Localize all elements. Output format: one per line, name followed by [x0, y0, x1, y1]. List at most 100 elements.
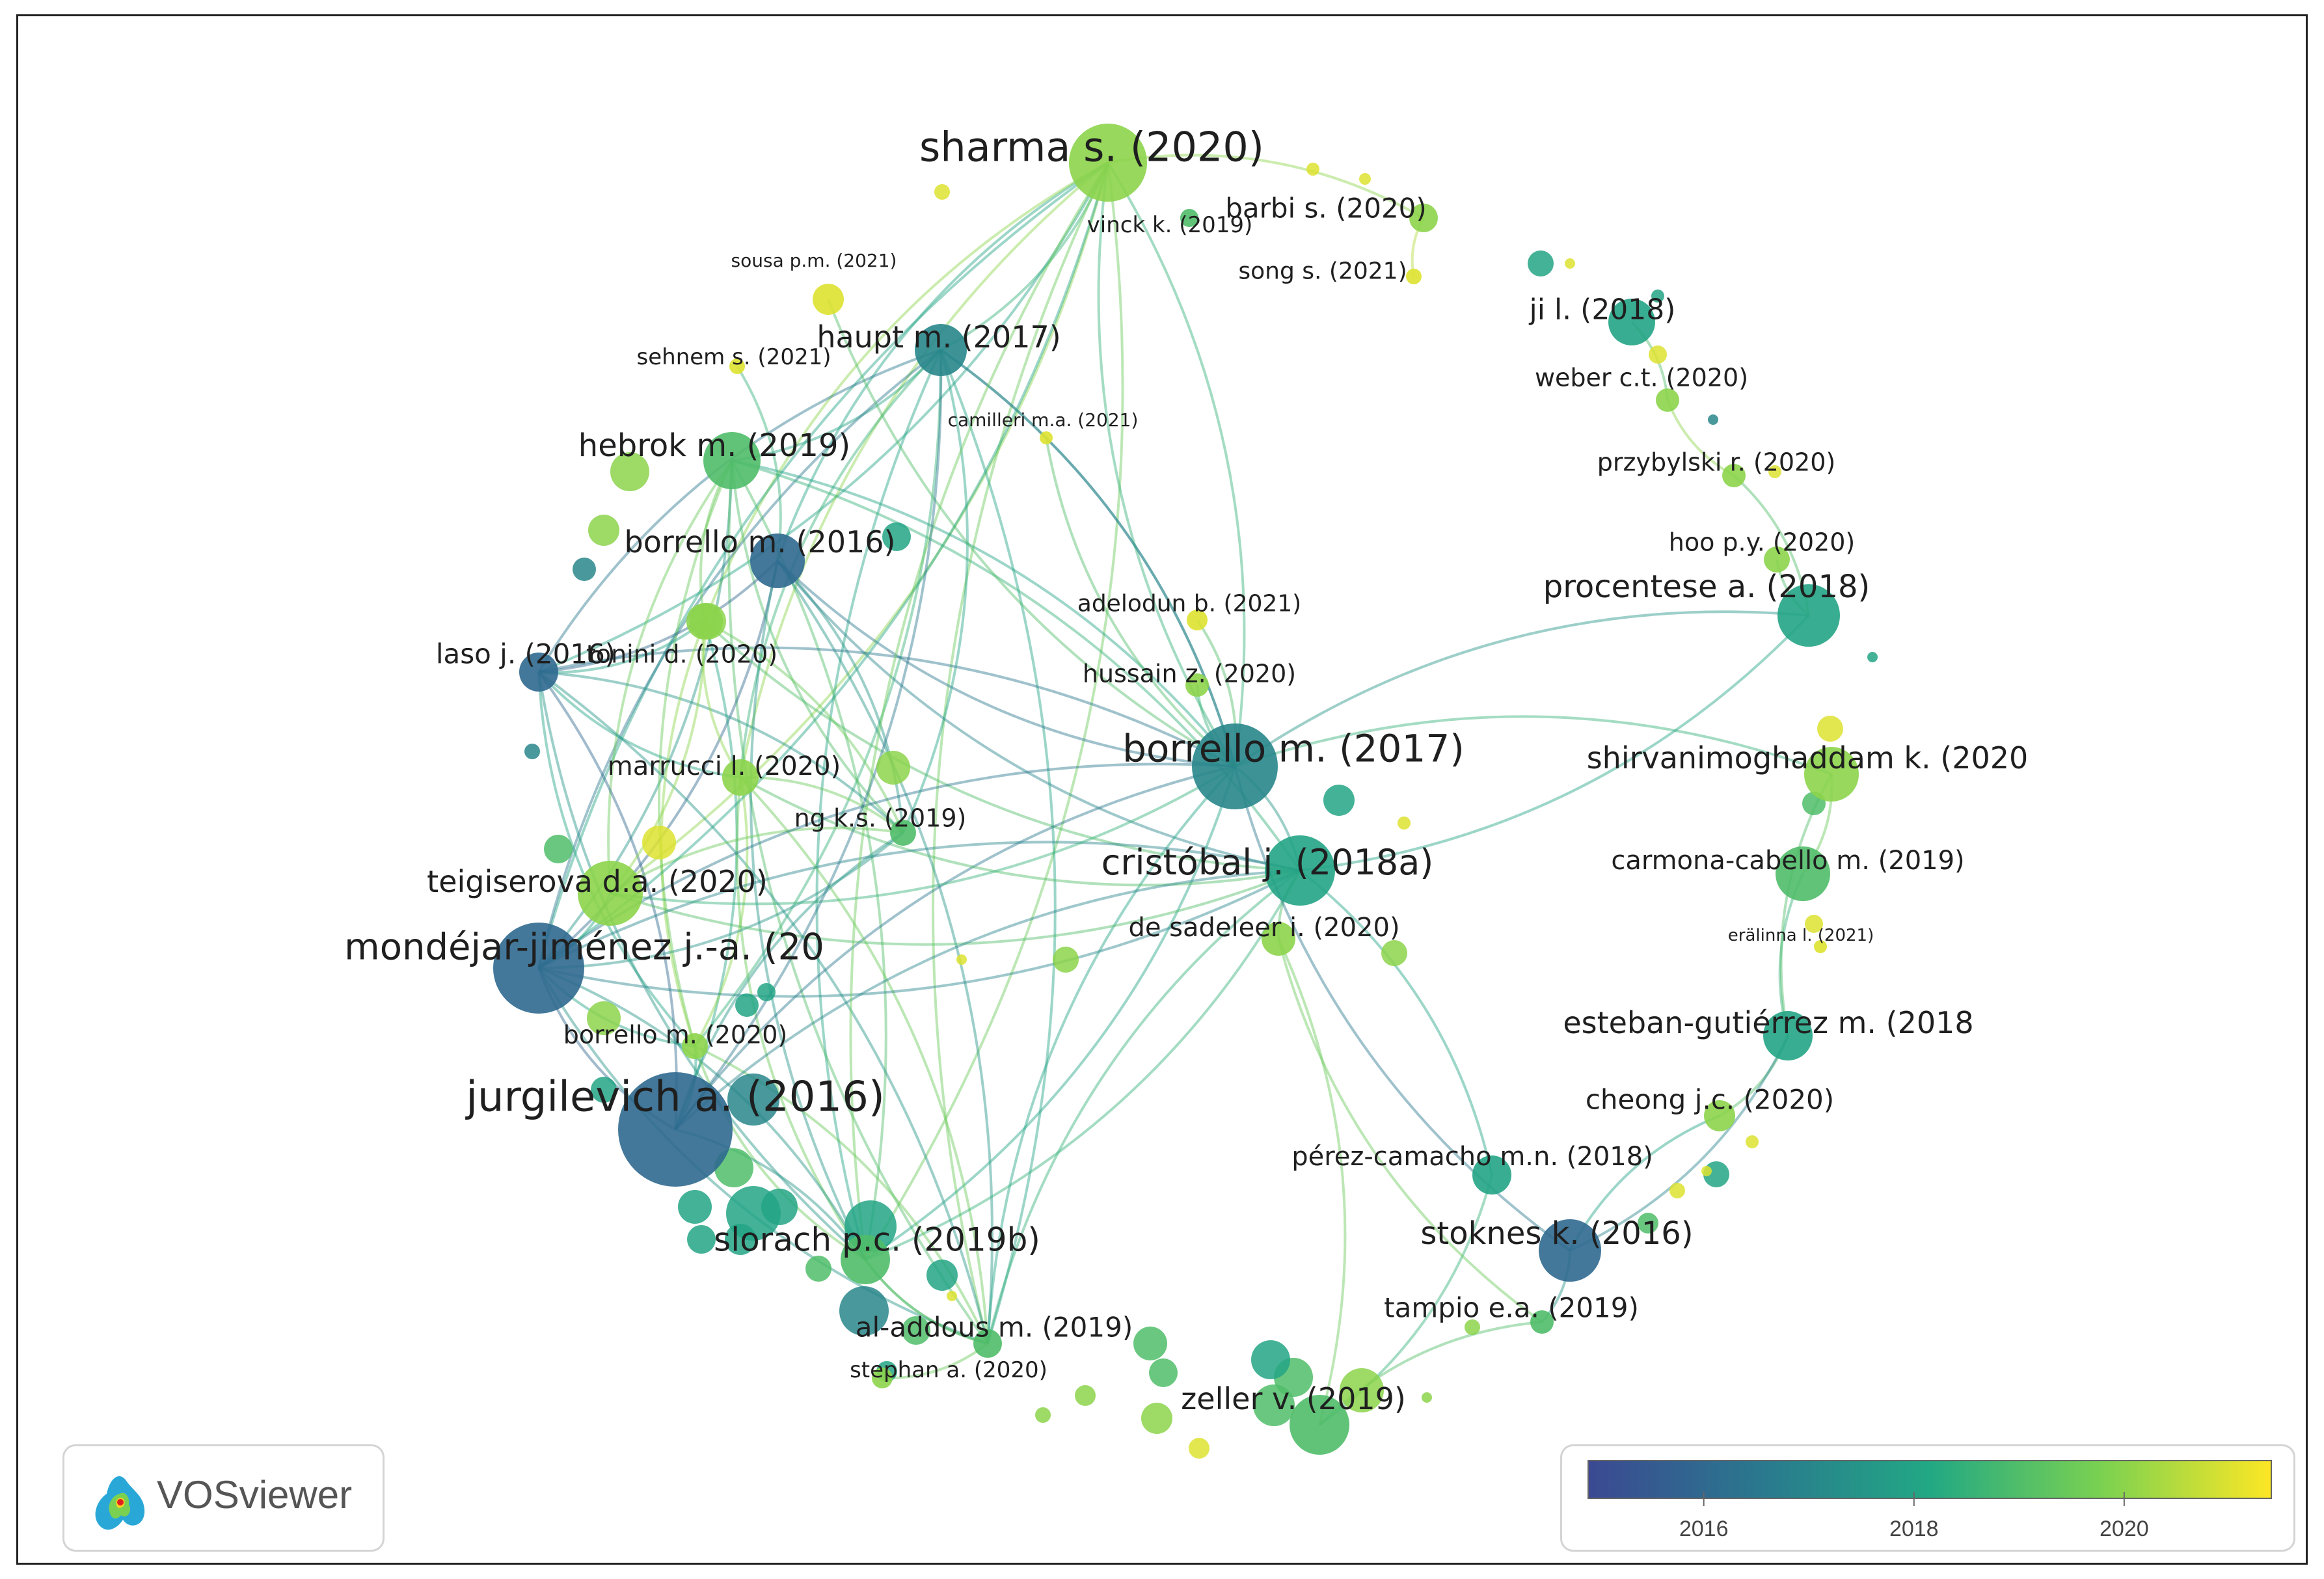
publication-node[interactable]: [618, 1072, 733, 1187]
minor-publication-node[interactable]: [591, 1077, 617, 1103]
minor-publication-node[interactable]: [1565, 258, 1575, 269]
publication-node[interactable]: [1406, 269, 1422, 284]
minor-publication-node[interactable]: [757, 983, 776, 1001]
publication-node[interactable]: [1290, 1395, 1349, 1455]
publication-node[interactable]: [1409, 204, 1438, 232]
minor-publication-node[interactable]: [882, 522, 911, 551]
publication-node[interactable]: [915, 324, 967, 376]
minor-publication-node[interactable]: [1323, 785, 1355, 816]
publication-node[interactable]: [813, 284, 844, 315]
minor-publication-node[interactable]: [1701, 1166, 1712, 1176]
minor-publication-node[interactable]: [1768, 465, 1781, 478]
publication-node[interactable]: [703, 432, 761, 489]
minor-publication-node[interactable]: [1528, 250, 1554, 277]
minor-publication-node[interactable]: [1422, 1392, 1432, 1403]
minor-publication-node[interactable]: [1035, 1407, 1051, 1423]
minor-publication-node[interactable]: [839, 1286, 889, 1336]
publication-node[interactable]: [973, 1329, 1002, 1358]
publication-node[interactable]: [1040, 431, 1053, 444]
minor-publication-node[interactable]: [1651, 290, 1664, 303]
publication-node[interactable]: [1608, 299, 1655, 345]
publication-node[interactable]: [1764, 547, 1790, 573]
minor-publication-node[interactable]: [610, 452, 649, 491]
publication-node[interactable]: [1777, 584, 1840, 647]
minor-publication-node[interactable]: [727, 1073, 779, 1126]
minor-publication-node[interactable]: [1141, 1403, 1172, 1434]
publication-node[interactable]: [890, 820, 916, 846]
minor-publication-node[interactable]: [678, 1190, 712, 1224]
minor-publication-node[interactable]: [1306, 163, 1319, 176]
citation-link: [1045, 437, 1236, 768]
network-canvas[interactable]: sharma s. (2020)vinck k. (2019)barbi s. …: [18, 16, 2306, 1563]
publication-node[interactable]: [686, 603, 723, 640]
minor-publication-node[interactable]: [1746, 1135, 1759, 1148]
minor-publication-node[interactable]: [1149, 1358, 1178, 1387]
publication-node[interactable]: [872, 1368, 893, 1388]
minor-publication-node[interactable]: [805, 1256, 831, 1282]
publication-node[interactable]: [1704, 1100, 1735, 1131]
minor-publication-node[interactable]: [1133, 1327, 1167, 1360]
minor-publication-node[interactable]: [1253, 1384, 1295, 1426]
minor-publication-node[interactable]: [876, 751, 910, 785]
minor-publication-node[interactable]: [573, 558, 596, 581]
minor-publication-node[interactable]: [1708, 414, 1718, 425]
publication-node[interactable]: [1804, 747, 1859, 802]
minor-publication-node[interactable]: [524, 744, 540, 759]
minor-publication-node[interactable]: [1359, 173, 1371, 185]
minor-publication-node[interactable]: [1817, 716, 1843, 742]
minor-publication-node[interactable]: [1251, 1340, 1290, 1379]
publication-node[interactable]: [1265, 835, 1335, 906]
publication-node[interactable]: [1472, 1155, 1511, 1194]
publication-node[interactable]: [729, 358, 745, 374]
minor-publication-node[interactable]: [587, 1001, 621, 1035]
publication-node[interactable]: [493, 923, 584, 1014]
minor-publication-node[interactable]: [947, 1291, 957, 1301]
minor-publication-node[interactable]: [902, 1316, 930, 1345]
minor-publication-node[interactable]: [544, 835, 573, 863]
publication-node[interactable]: [1192, 723, 1278, 809]
minor-publication-node[interactable]: [1669, 1183, 1685, 1198]
publication-label: hoo p.y. (2020): [1669, 528, 1855, 556]
publication-node[interactable]: [1185, 673, 1209, 697]
publication-node[interactable]: [1656, 388, 1679, 412]
publication-node[interactable]: [1814, 940, 1827, 953]
minor-publication-node[interactable]: [1189, 1438, 1209, 1459]
minor-publication-node[interactable]: [1398, 816, 1411, 830]
publication-node[interactable]: [750, 533, 805, 588]
publication-node[interactable]: [1187, 610, 1208, 630]
minor-publication-node[interactable]: [725, 1224, 756, 1255]
publication-node[interactable]: [1530, 1310, 1554, 1334]
publication-node[interactable]: [519, 653, 558, 692]
publication-node[interactable]: [722, 759, 759, 796]
minor-publication-node[interactable]: [1805, 915, 1823, 933]
publication-node[interactable]: [1763, 1011, 1813, 1060]
minor-publication-node[interactable]: [1075, 1385, 1096, 1406]
node-layer[interactable]: [493, 124, 1859, 1455]
minor-publication-node[interactable]: [735, 993, 759, 1017]
minor-publication-node[interactable]: [1053, 947, 1079, 973]
publication-node[interactable]: [578, 861, 643, 926]
minor-publication-node[interactable]: [687, 1225, 716, 1254]
publication-node[interactable]: [1180, 209, 1198, 227]
publication-node[interactable]: [682, 1033, 708, 1059]
minor-publication-node[interactable]: [1867, 652, 1878, 662]
minor-publication-node[interactable]: [1381, 940, 1407, 966]
publication-node[interactable]: [1069, 124, 1147, 202]
publication-node[interactable]: [841, 1235, 890, 1284]
minor-publication-node[interactable]: [956, 954, 967, 965]
minor-publication-node[interactable]: [1465, 1319, 1480, 1335]
minor-publication-node[interactable]: [1638, 1213, 1658, 1234]
minor-publication-node[interactable]: [642, 826, 676, 859]
publication-node[interactable]: [1722, 464, 1746, 487]
minor-publication-node[interactable]: [1340, 1368, 1384, 1412]
minor-publication-node[interactable]: [926, 1260, 958, 1291]
minor-publication-node[interactable]: [588, 515, 619, 546]
minor-publication-node[interactable]: [761, 1189, 798, 1225]
minor-publication-node[interactable]: [934, 184, 950, 200]
publication-node[interactable]: [1539, 1219, 1601, 1282]
publication-node[interactable]: [1262, 922, 1295, 956]
minor-publication-node[interactable]: [1649, 345, 1667, 364]
citation-link: [1234, 766, 1571, 1252]
publication-node[interactable]: [1776, 846, 1830, 901]
legend-gradient-bar: [1588, 1460, 2272, 1499]
